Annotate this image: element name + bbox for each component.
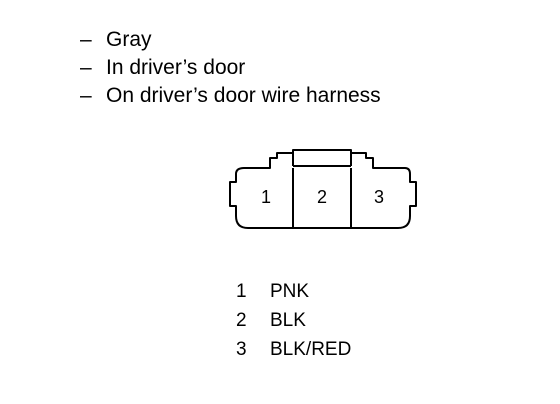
pin-number: 1 [236, 281, 247, 302]
note-text: In driver’s door [106, 56, 246, 79]
pinout-row: 3 BLK/RED [236, 335, 351, 364]
note-location: – In driver’s door [80, 54, 381, 82]
connector-notes: – Gray – In driver’s door – On driver’s … [80, 26, 381, 110]
cavity-1-label: 1 [261, 187, 271, 207]
connector-diagram: 1 2 3 [229, 149, 417, 229]
cavity-2-label: 2 [317, 187, 327, 207]
wire-color: BLK [270, 310, 306, 331]
note-dash: – [80, 28, 92, 51]
note-dash: – [80, 56, 92, 79]
note-color: – Gray [80, 26, 381, 54]
pin-number: 2 [236, 310, 247, 331]
pin-number: 3 [236, 339, 247, 360]
note-text: Gray [106, 28, 152, 51]
note-dash: – [80, 84, 92, 107]
note-harness: – On driver’s door wire harness [80, 82, 381, 110]
wire-color: PNK [270, 281, 310, 302]
pinout-row: 1 PNK [236, 277, 351, 306]
pinout-table: 1 PNK 2 BLK 3 BLK/RED [236, 277, 351, 364]
wire-color: BLK/RED [270, 339, 352, 360]
cavity-3-label: 3 [374, 187, 384, 207]
connector-outline [229, 149, 417, 229]
pinout-row: 2 BLK [236, 306, 351, 335]
note-text: On driver’s door wire harness [106, 84, 381, 107]
